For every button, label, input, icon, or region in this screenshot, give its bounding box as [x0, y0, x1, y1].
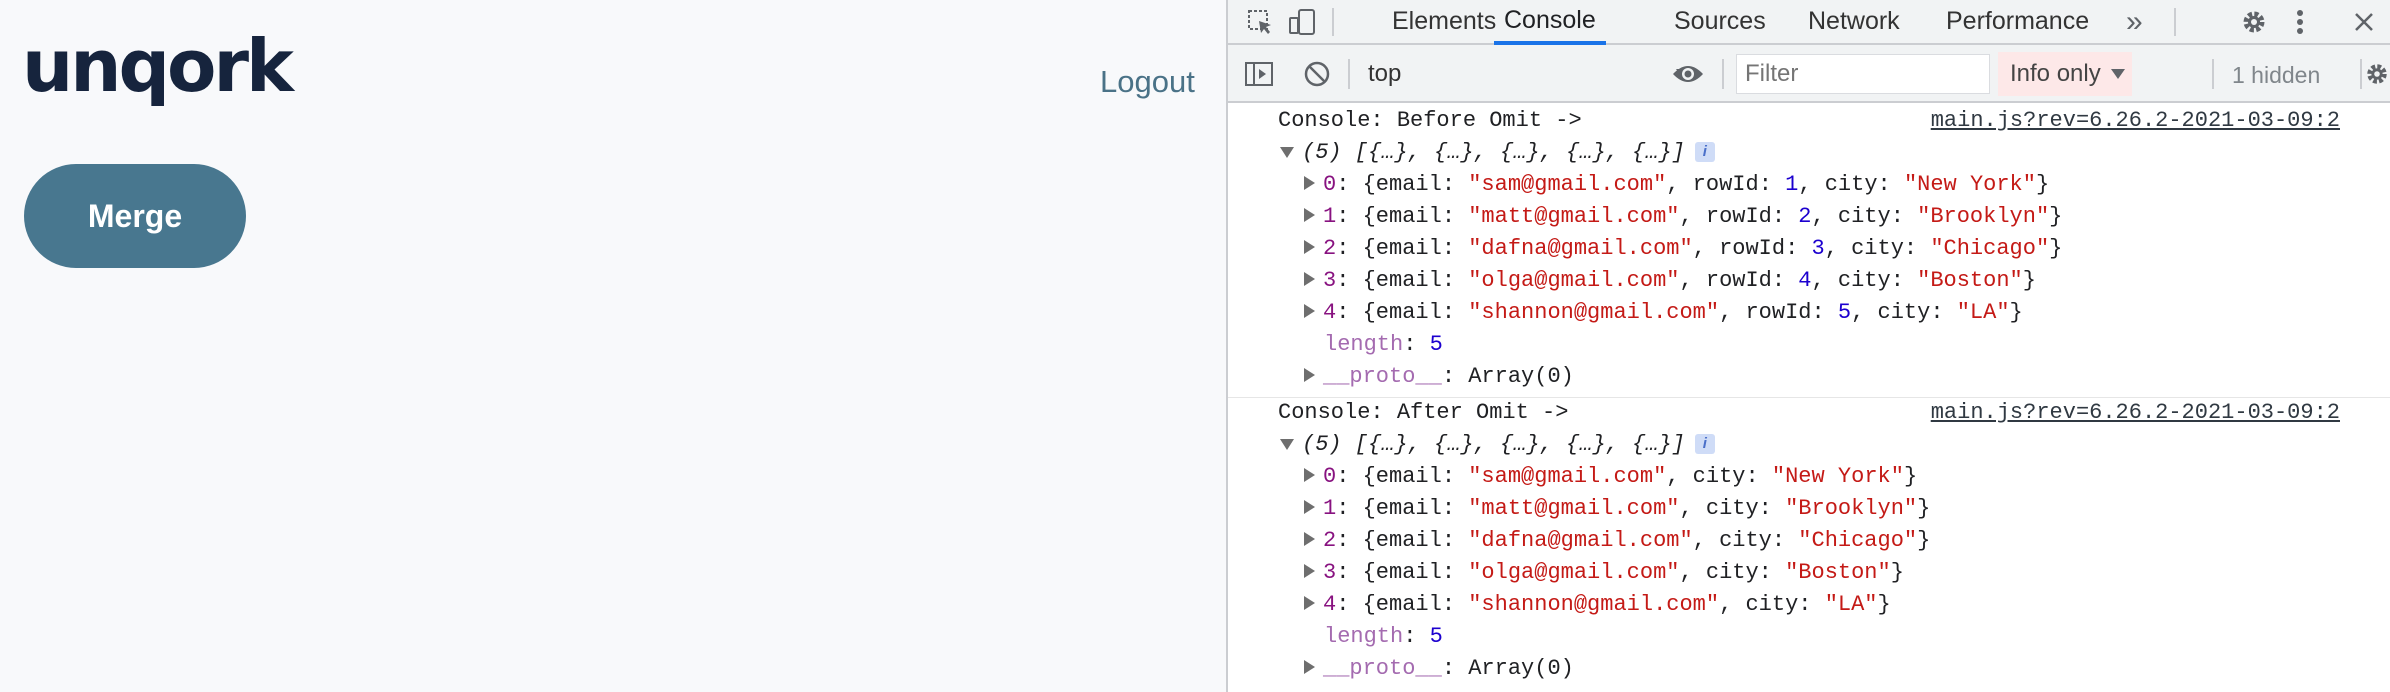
length-property: length: 5: [1324, 624, 1443, 649]
tab-elements[interactable]: Elements: [1392, 7, 1497, 35]
logout-link[interactable]: Logout: [1100, 64, 1195, 99]
clear-console-icon[interactable]: [1300, 57, 1334, 91]
more-tabs-icon[interactable]: »: [2126, 4, 2143, 38]
source-link[interactable]: main.js?rev=6.26.2-2021-03-09:2: [1930, 400, 2340, 425]
array-entry-row[interactable]: 2: {email: "dafna@gmail.com", city: "Chi…: [1304, 525, 1930, 557]
tab-sources[interactable]: Sources: [1674, 7, 1766, 35]
array-summary[interactable]: (5) [{…}, {…}, {…}, {…}, {…}]i: [1280, 137, 1715, 169]
live-expression-eye-icon[interactable]: [1668, 57, 1708, 91]
tab-console[interactable]: Console: [1494, 0, 1606, 45]
collapsed-arrow-icon: [1304, 468, 1315, 482]
context-select[interactable]: top: [1368, 55, 1718, 93]
device-toolbar-icon[interactable]: [1286, 6, 1318, 38]
filter-input[interactable]: [1736, 54, 1990, 94]
expand-arrow-icon: [1280, 439, 1294, 450]
source-link[interactable]: main.js?rev=6.26.2-2021-03-09:2: [1930, 108, 2340, 133]
collapsed-arrow-icon: [1304, 564, 1315, 578]
collapsed-arrow-icon: [1304, 532, 1315, 546]
context-select-value: top: [1368, 60, 1402, 87]
log-levels-dropdown[interactable]: Info only: [1998, 52, 2132, 96]
collapsed-arrow-icon: [1304, 176, 1315, 190]
inspect-element-icon[interactable]: [1244, 6, 1276, 38]
sidebar-toggle-icon[interactable]: [1242, 57, 1276, 91]
array-entry-row[interactable]: 0: {email: "sam@gmail.com", rowId: 1, ci…: [1304, 169, 2049, 201]
info-icon: i: [1694, 142, 1715, 163]
collapsed-arrow-icon: [1304, 272, 1315, 286]
settings-gear-icon[interactable]: [2238, 6, 2270, 38]
collapsed-arrow-icon: [1304, 596, 1315, 610]
expand-arrow-icon: [1280, 147, 1294, 158]
array-summary[interactable]: (5) [{…}, {…}, {…}, {…}, {…}]i: [1280, 429, 1715, 461]
array-entry-row[interactable]: 0: {email: "sam@gmail.com", city: "New Y…: [1304, 461, 1917, 493]
length-property: length: 5: [1324, 332, 1443, 357]
devtools-panel: Elements Console Sources Network Perform…: [1226, 0, 2390, 692]
collapsed-arrow-icon: [1304, 660, 1315, 674]
collapsed-arrow-icon: [1304, 240, 1315, 254]
array-entry-row[interactable]: 4: {email: "shannon@gmail.com", city: "L…: [1304, 589, 1891, 621]
collapsed-arrow-icon: [1304, 304, 1315, 318]
console-settings-gear-icon[interactable]: [2362, 58, 2390, 90]
merge-button[interactable]: Merge: [24, 164, 246, 268]
console-output: Console: Before Omit -> main.js?rev=6.26…: [1228, 103, 2390, 692]
info-icon: i: [1694, 434, 1715, 455]
collapsed-arrow-icon: [1304, 500, 1315, 514]
collapsed-arrow-icon: [1304, 208, 1315, 222]
log-label: Console: After Omit ->: [1278, 400, 1569, 425]
chevron-down-icon: [2110, 69, 2125, 79]
log-levels-value: Info only: [2010, 60, 2101, 87]
hidden-count: 1 hidden: [2232, 62, 2321, 88]
close-icon[interactable]: [2348, 6, 2380, 38]
unqork-logo: unqork: [22, 24, 294, 108]
tab-network[interactable]: Network: [1808, 7, 1900, 35]
array-entry-row[interactable]: 1: {email: "matt@gmail.com", city: "Broo…: [1304, 493, 1930, 525]
array-entry-row[interactable]: 4: {email: "shannon@gmail.com", rowId: 5…: [1304, 297, 2023, 329]
log-label: Console: Before Omit ->: [1278, 108, 1582, 133]
kebab-menu-icon[interactable]: [2288, 6, 2312, 38]
tab-performance[interactable]: Performance: [1946, 7, 2090, 35]
array-entry-row[interactable]: 2: {email: "dafna@gmail.com", rowId: 3, …: [1304, 233, 2062, 265]
app-page: unqork Logout Merge: [22, 24, 1195, 268]
devtools-tabbar: Elements Console Sources Network Perform…: [1228, 0, 2390, 45]
proto-property[interactable]: __proto__: Array(0): [1304, 361, 1574, 393]
array-entry-row[interactable]: 1: {email: "matt@gmail.com", rowId: 2, c…: [1304, 201, 2062, 233]
collapsed-arrow-icon: [1304, 368, 1315, 382]
array-entry-row[interactable]: 3: {email: "olga@gmail.com", city: "Bost…: [1304, 557, 1904, 589]
proto-property[interactable]: __proto__: Array(0): [1304, 653, 1574, 685]
array-entry-row[interactable]: 3: {email: "olga@gmail.com", rowId: 4, c…: [1304, 265, 2036, 297]
